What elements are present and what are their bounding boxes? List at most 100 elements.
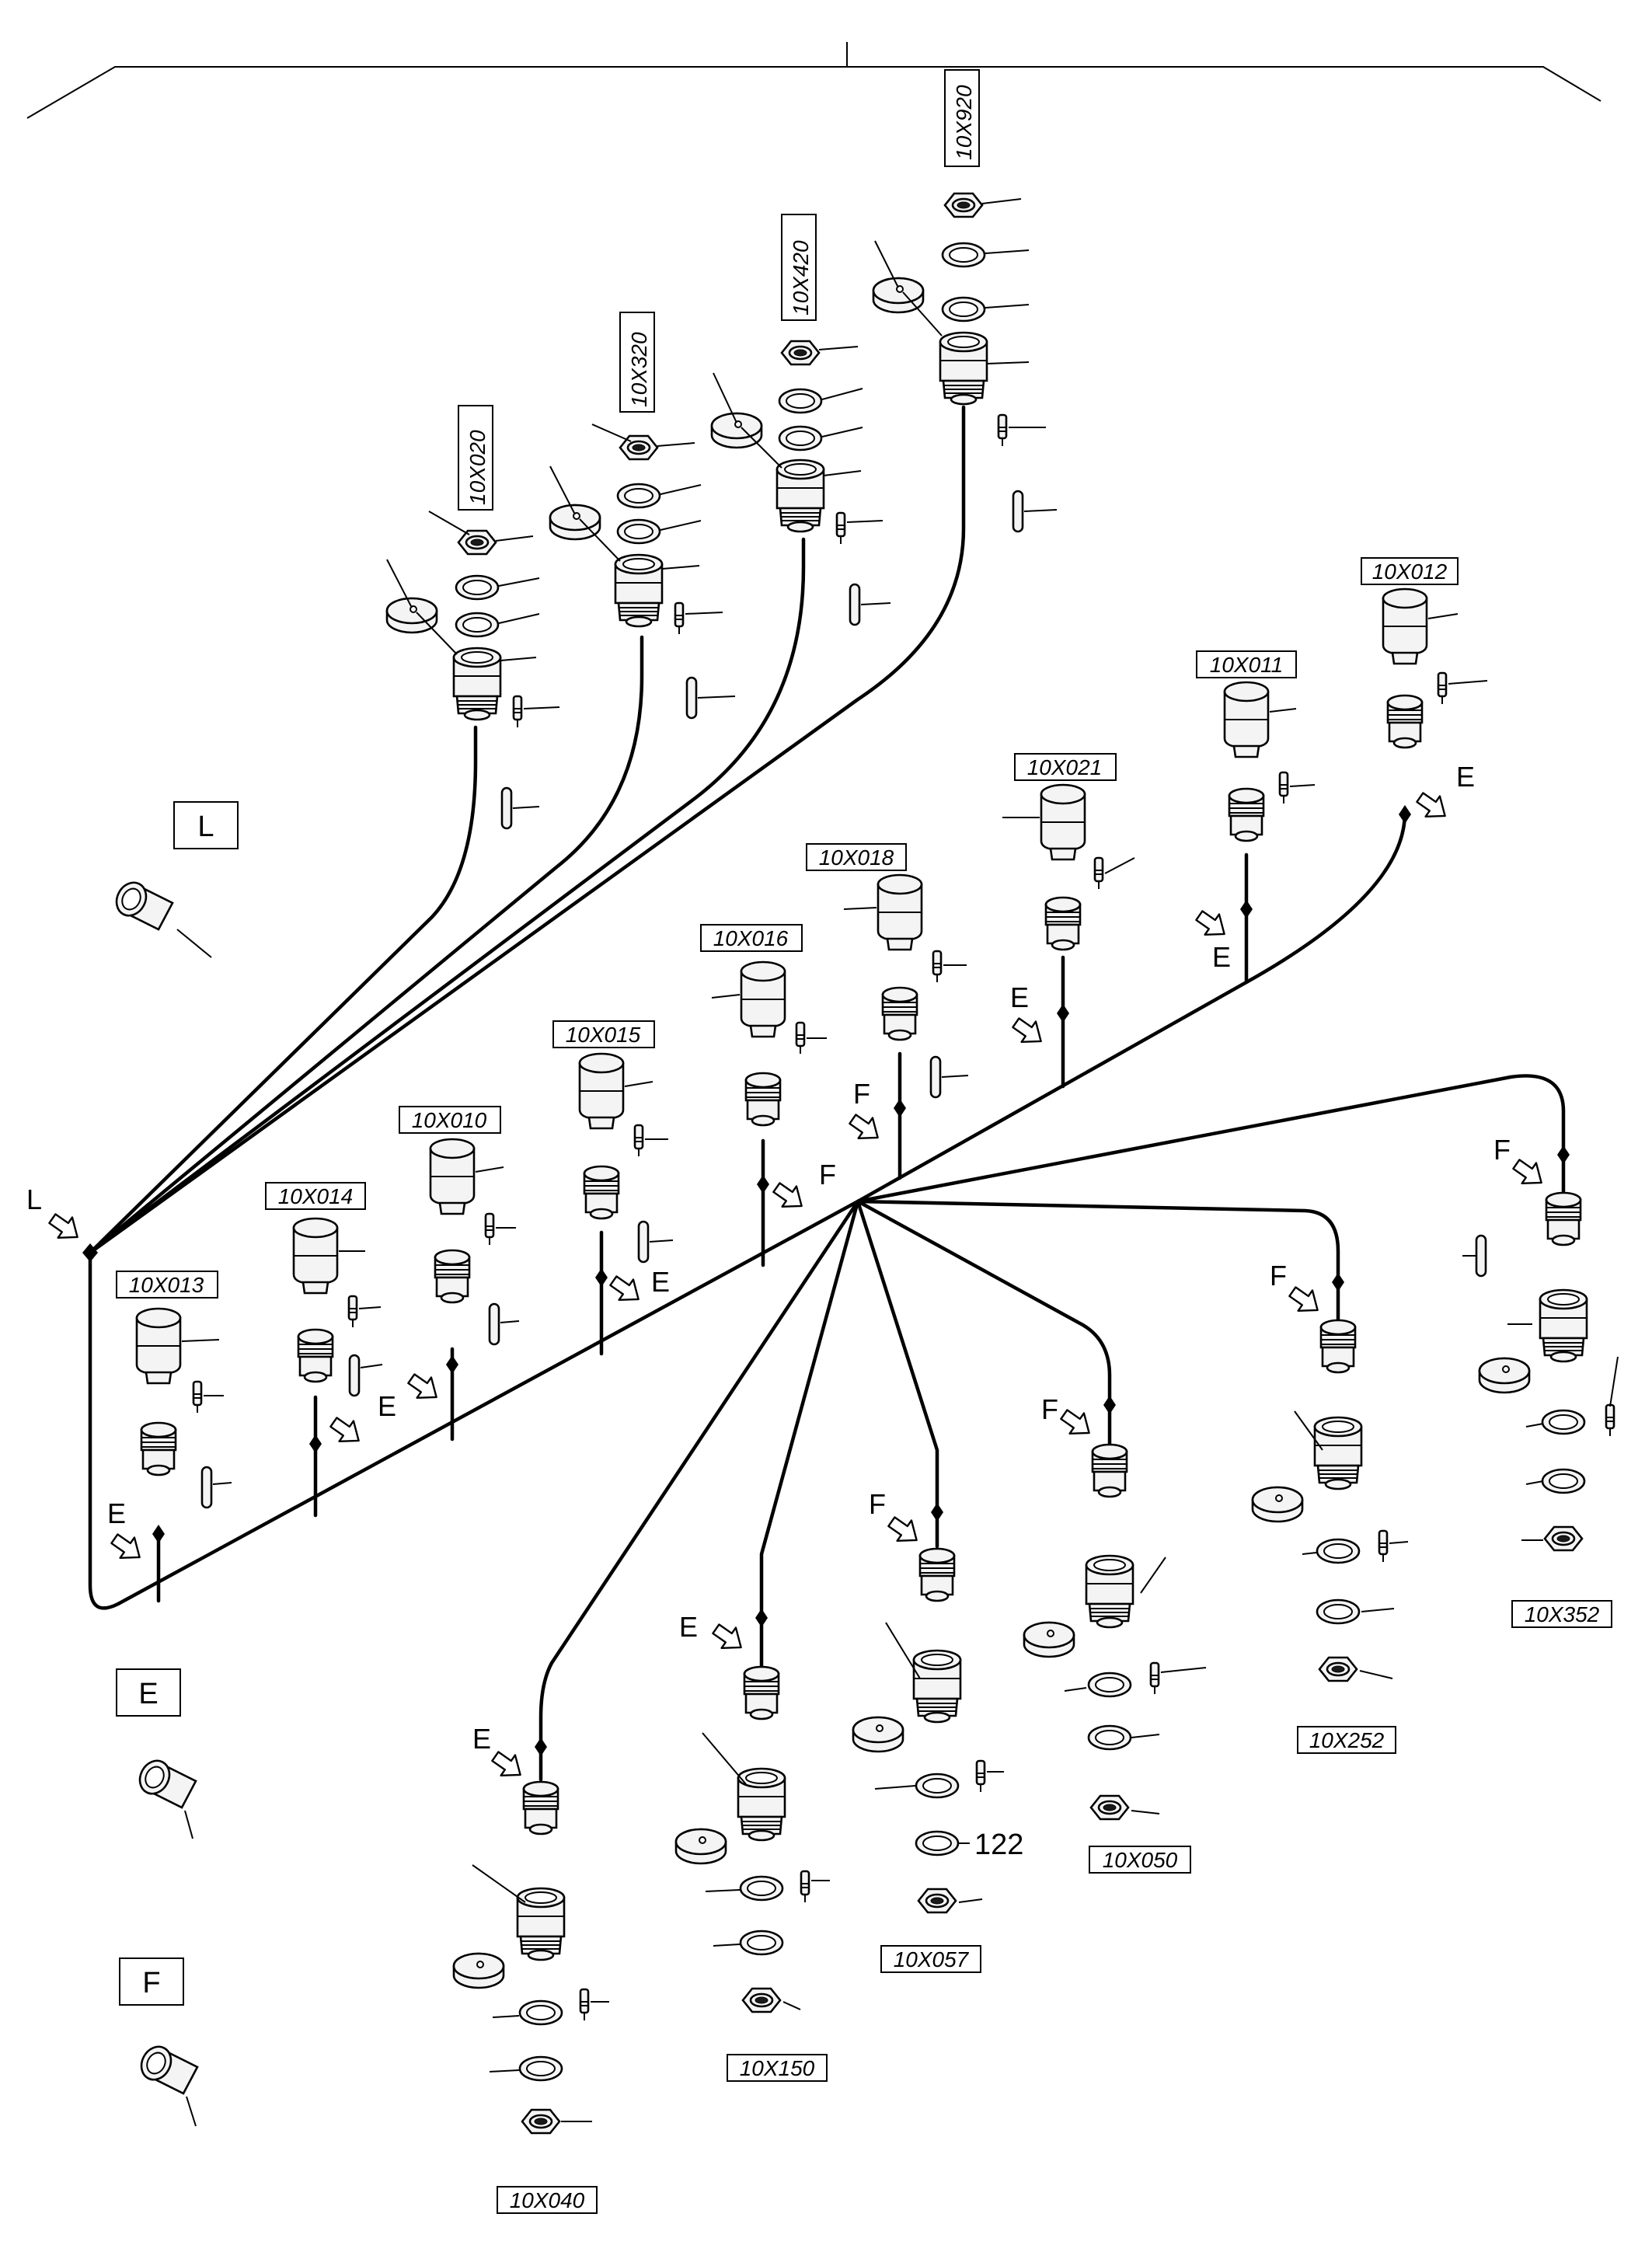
connector-10X016: 10X016 bbox=[700, 924, 827, 1127]
legend-E: E bbox=[116, 1668, 197, 1839]
marker-E-10X150: E bbox=[679, 1609, 768, 1658]
marker-letter: E bbox=[472, 1723, 491, 1755]
marker-letter: E bbox=[1010, 981, 1029, 1013]
marker-F-10X018: F bbox=[845, 1078, 906, 1149]
legend-F: F bbox=[119, 1957, 199, 2127]
sleeve-icon bbox=[133, 1754, 197, 1839]
marker-F-10X016: F bbox=[757, 1159, 836, 1217]
marker-letter: E bbox=[1456, 761, 1475, 793]
tag-10X420: 10X420 bbox=[781, 214, 817, 321]
marker-letter: F bbox=[1493, 1134, 1511, 1166]
connector-10X320: 10X320 bbox=[549, 312, 736, 720]
tag-label: 10X252 bbox=[1309, 1728, 1385, 1752]
tag-label: 10X010 bbox=[412, 1108, 487, 1132]
tag-10X020: 10X020 bbox=[458, 405, 493, 511]
connector-10X021: 10X021 bbox=[1002, 753, 1135, 951]
legend-letter: L bbox=[197, 811, 214, 843]
marker-F-10X010: F bbox=[403, 1355, 458, 1408]
marker-L: L bbox=[26, 1184, 98, 1262]
tag-10X040: 10X040 bbox=[497, 2186, 598, 2214]
marker-letter: F bbox=[853, 1078, 870, 1110]
sleeve-icon bbox=[110, 876, 212, 958]
tag-10X150: 10X150 bbox=[727, 2054, 828, 2082]
tag-label: 10X021 bbox=[1027, 755, 1103, 779]
marker-F-10X352: F bbox=[1493, 1134, 1570, 1194]
marker-F-10X057: F bbox=[869, 1488, 943, 1551]
tag-10X050: 10X050 bbox=[1089, 1846, 1191, 1874]
legend-L: L bbox=[110, 801, 239, 958]
tag-label: 10X040 bbox=[510, 2188, 585, 2212]
connector-10X150: 10X150 bbox=[674, 1665, 830, 2082]
marker-letter: F bbox=[869, 1488, 886, 1520]
marker-E-10X040: E bbox=[472, 1723, 547, 1786]
tag-10X057: 10X057 bbox=[880, 1945, 981, 1973]
tag-label: 10X420 bbox=[789, 240, 813, 315]
marker-letter: E bbox=[679, 1611, 698, 1643]
marker-F-10X021: E bbox=[1008, 981, 1069, 1052]
marker-letter: E bbox=[378, 1390, 396, 1422]
connector-10X015: 10X015 bbox=[552, 1020, 674, 1264]
tag-10X010: 10X010 bbox=[399, 1106, 501, 1134]
tag-10X021: 10X021 bbox=[1014, 753, 1117, 781]
callout-number: 122 bbox=[974, 1828, 1023, 1861]
harness-wires bbox=[88, 405, 1566, 1782]
marker-E-10X013: E bbox=[106, 1497, 165, 1568]
tag-label: 10X150 bbox=[740, 2056, 815, 2080]
tag-10X320: 10X320 bbox=[619, 312, 655, 413]
marker-letter: L bbox=[26, 1184, 42, 1215]
tag-label: 10X020 bbox=[465, 430, 490, 505]
marker-letter: E bbox=[1212, 941, 1231, 973]
connector-10X010: 10X010 bbox=[399, 1106, 520, 1346]
tag-10X018: 10X018 bbox=[806, 843, 907, 871]
tag-label: 10X012 bbox=[1372, 560, 1448, 584]
tag-10X012: 10X012 bbox=[1361, 557, 1459, 585]
legend-letter: F bbox=[142, 1967, 160, 1999]
tag-10X015: 10X015 bbox=[552, 1020, 655, 1048]
tag-label: 10X018 bbox=[819, 845, 894, 870]
tag-label: 10X352 bbox=[1525, 1602, 1600, 1626]
tag-label: 10X320 bbox=[627, 332, 651, 407]
tag-10X014: 10X014 bbox=[265, 1182, 366, 1210]
connector-10X011: 10X011 bbox=[1196, 650, 1316, 842]
marker-E-10X011: E bbox=[1191, 900, 1253, 973]
legend-letter: E bbox=[138, 1678, 158, 1710]
connector-10X012: 10X012 bbox=[1361, 557, 1488, 749]
tag-label: 10X011 bbox=[1210, 653, 1283, 677]
tag-label: 10X920 bbox=[952, 85, 976, 160]
sleeve-icon bbox=[134, 2040, 199, 2127]
marker-letter: F bbox=[1270, 1260, 1287, 1292]
marker-E-10X012: E bbox=[1399, 761, 1475, 827]
connector-10X018: 10X018 bbox=[806, 843, 969, 1099]
marker-E-10X014: E bbox=[309, 1390, 396, 1453]
marker-E-10X015: F E bbox=[595, 1266, 670, 1310]
tag-10X016: 10X016 bbox=[700, 924, 803, 952]
connector-10X057: 122 10X057 bbox=[852, 1547, 1023, 1973]
marker-letter: F bbox=[819, 1159, 836, 1191]
marker-letter: F bbox=[1041, 1393, 1058, 1425]
connector-10X920: 10X920 bbox=[872, 69, 1058, 533]
tag-10X013: 10X013 bbox=[116, 1271, 218, 1299]
connector-10X020: 10X020 bbox=[385, 405, 560, 830]
connector-10X420: 10X420 bbox=[710, 214, 891, 626]
branch-markers: L E E F F E F bbox=[26, 761, 1570, 1786]
connector-10X050: 10X050 bbox=[1023, 1443, 1207, 1874]
connector-10X040: 10X040 bbox=[452, 1780, 609, 2214]
tag-label: 10X015 bbox=[566, 1023, 641, 1047]
tag-10X011: 10X011 bbox=[1196, 650, 1297, 678]
marker-F-10X252: F bbox=[1270, 1260, 1344, 1321]
marker-E-10X010: E bbox=[379, 1392, 398, 1424]
tag-label: 10X057 bbox=[894, 1947, 970, 1971]
connector-10X013: 10X013 bbox=[116, 1271, 232, 1509]
connector-10X252: 10X252 bbox=[1251, 1319, 1409, 1754]
tag-label: 10X050 bbox=[1103, 1848, 1178, 1872]
tag-10X252: 10X252 bbox=[1297, 1726, 1396, 1754]
connector-10X352: 10X352 bbox=[1462, 1191, 1619, 1628]
tag-10X352: 10X352 bbox=[1511, 1600, 1612, 1628]
marker-F-10X050: F bbox=[1041, 1393, 1116, 1444]
marker-letter: E bbox=[107, 1497, 126, 1529]
tag-label: 10X014 bbox=[278, 1184, 354, 1208]
connector-10X014: 10X014 bbox=[265, 1182, 383, 1397]
tag-label: 10X016 bbox=[713, 926, 789, 950]
marker-letter: E bbox=[651, 1266, 670, 1298]
